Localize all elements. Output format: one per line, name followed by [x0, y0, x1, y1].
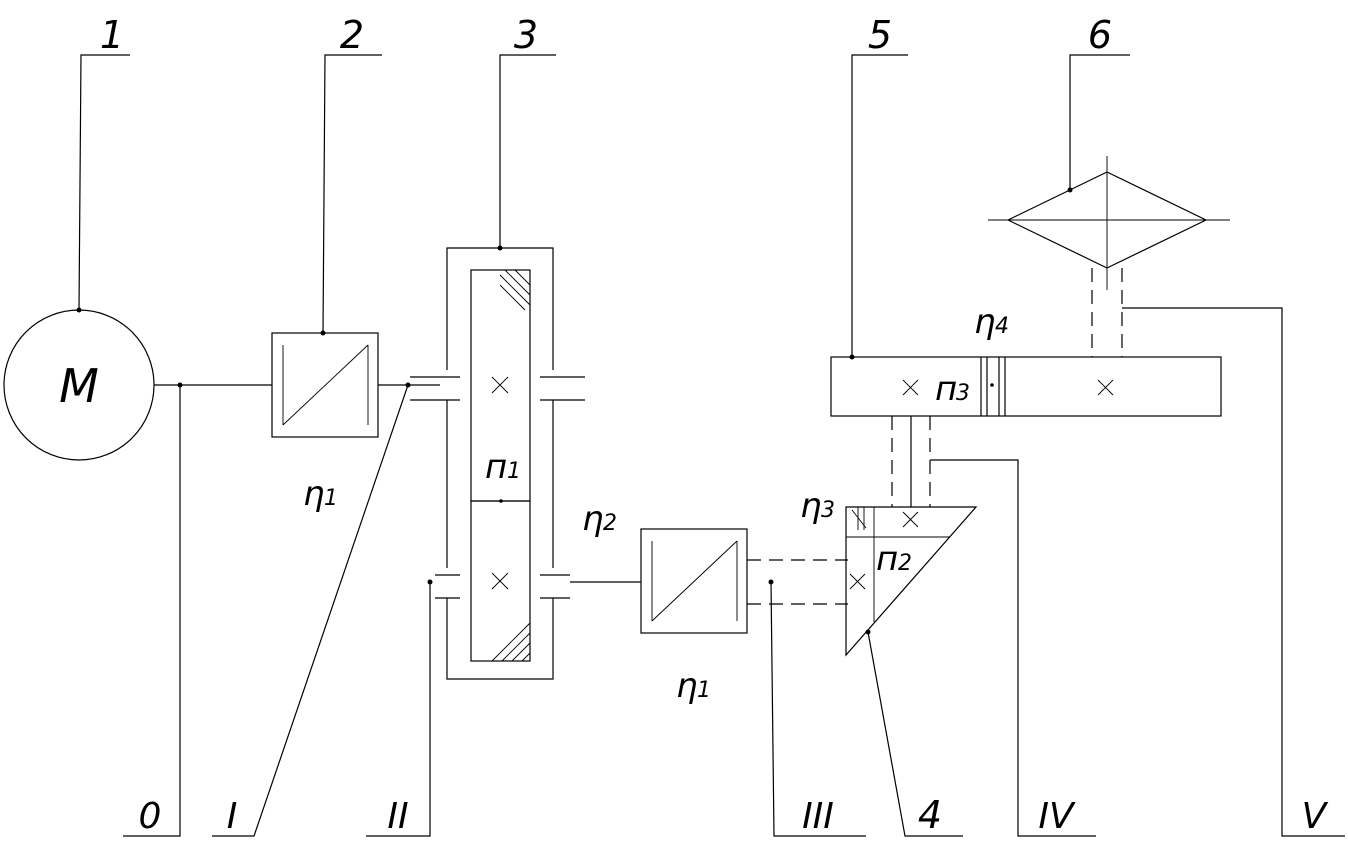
- gear-1-axis-mark: [491, 376, 509, 394]
- svg-text:η: η: [676, 666, 698, 706]
- chain-axis-mark-1: [902, 379, 919, 396]
- gearbox-top-housing: [446, 247, 554, 370]
- svg-text:η: η: [303, 474, 325, 514]
- bevel-axis-mark-1: [902, 511, 919, 528]
- svg-text:1: 1: [697, 678, 711, 703]
- svg-text:2: 2: [898, 551, 912, 576]
- bearings-shaft-II: [435, 574, 570, 599]
- eta-gearbox: η 2: [582, 499, 617, 539]
- chain-axis-mark-2: [1097, 379, 1114, 396]
- svg-text:п: п: [876, 539, 898, 579]
- callout-2: 2: [340, 13, 364, 57]
- shaft-label-0: 0: [139, 796, 162, 837]
- svg-text:4: 4: [995, 314, 1009, 339]
- svg-text:1: 1: [324, 486, 338, 511]
- shaft-label-III: III: [802, 796, 834, 837]
- shaft-leaders: [123, 307, 1345, 837]
- eta-coupling-1: η 1: [303, 474, 338, 514]
- svg-text:1: 1: [507, 459, 521, 484]
- coupling-2-diagonal: [651, 540, 738, 622]
- shaft-label-II: II: [387, 796, 408, 837]
- callout-1: 1: [100, 13, 124, 57]
- svg-text:η: η: [582, 499, 604, 539]
- shaft-dots: [177, 382, 994, 585]
- svg-text:3: 3: [956, 381, 970, 406]
- eta-bevel: η 3: [800, 486, 835, 526]
- bevel-axis-mark-2: [849, 573, 866, 590]
- svg-text:п: п: [485, 447, 507, 487]
- bearing-label-2: п 2: [876, 539, 912, 579]
- svg-text:п: п: [935, 369, 957, 409]
- callout-6: 6: [1088, 13, 1112, 57]
- callout-4: 4: [918, 793, 942, 837]
- gearbox-bottom-housing: [446, 598, 554, 680]
- bevel-gear-hatch: [851, 507, 867, 530]
- bearing-label-3: п 3: [935, 369, 970, 409]
- gear-2-hatch: [491, 622, 531, 662]
- callout-dots: [76, 187, 1073, 635]
- callout-5: 5: [868, 13, 892, 57]
- shaft-label-IV: IV: [1038, 796, 1076, 837]
- chain-drive: [830, 356, 1222, 417]
- bearing-label-1: п 1: [485, 447, 521, 487]
- callout-leaders: [78, 54, 1130, 837]
- svg-text:η: η: [800, 486, 822, 526]
- bearings-shaft-I: [410, 376, 585, 401]
- eta-chain: η 4: [974, 302, 1009, 342]
- shaft-label-V: V: [1302, 796, 1329, 837]
- gear-2-axis-mark: [491, 572, 509, 590]
- motor-label: M: [59, 359, 99, 413]
- callout-3: 3: [514, 13, 538, 57]
- bevel-gear: [845, 506, 978, 657]
- svg-text:3: 3: [821, 498, 835, 523]
- eta-coupling-2: η 1: [676, 666, 711, 706]
- shaft-label-I: I: [227, 796, 238, 837]
- svg-text:2: 2: [603, 511, 617, 536]
- svg-text:η: η: [974, 302, 996, 342]
- gear-1-hatch: [499, 269, 531, 311]
- coupling-1-diagonal: [282, 344, 369, 426]
- coupling-2: [640, 528, 748, 634]
